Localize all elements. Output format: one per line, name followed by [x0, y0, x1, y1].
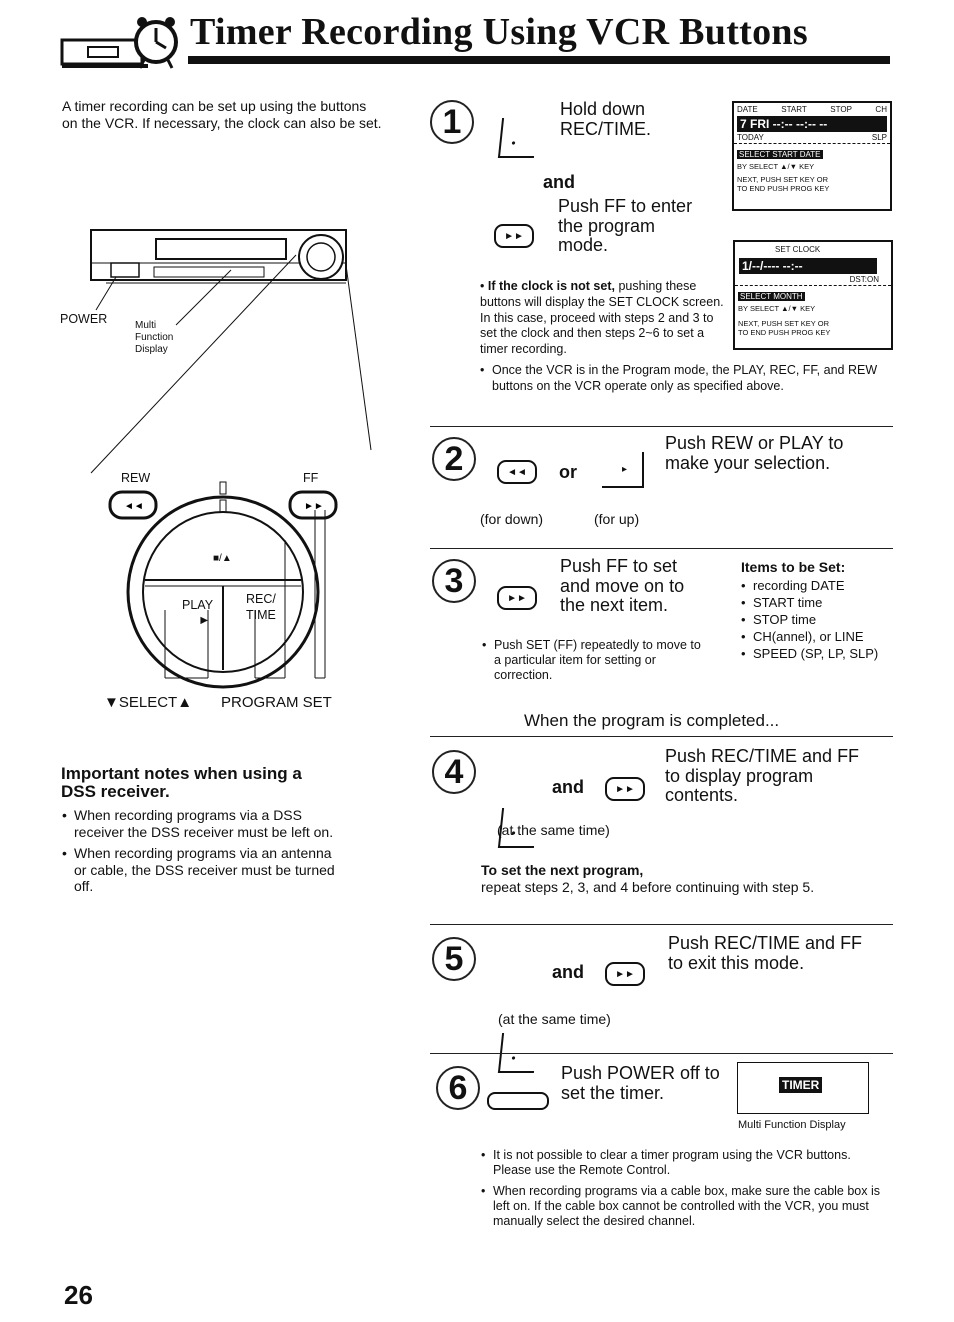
divider	[430, 736, 893, 737]
clock-note: • If the clock is not set, pushing these…	[480, 279, 724, 357]
lcd-set-clock: SET CLOCK 1/--/---- --:-- DST:ON SELECT …	[733, 240, 893, 350]
lcd1-line2: NEXT, PUSH SET KEY OR	[737, 175, 828, 184]
page-title: Timer Recording Using VCR Buttons	[190, 11, 808, 53]
step-2-number: 2	[432, 437, 476, 481]
step-6-note: It is not possible to clear a timer prog…	[481, 1148, 881, 1178]
dss-notes-list: When recording programs via a DSS receiv…	[62, 807, 342, 895]
lcd2-value: 1/--/---- --:--	[739, 258, 877, 274]
timer-vcr-icon	[60, 17, 178, 69]
step-5-same-time: (at the same time)	[498, 1011, 611, 1027]
ff-label: FF	[303, 471, 319, 485]
divider	[430, 426, 893, 427]
step-6-notes: It is not possible to clear a timer prog…	[481, 1148, 881, 1229]
completed-text: When the program is completed...	[524, 711, 780, 730]
step-4-same-time: (at the same time)	[497, 822, 610, 838]
step-3-note: Push SET (FF) repeatedly to move to a pa…	[482, 638, 702, 683]
power-label: POWER	[60, 312, 108, 326]
step-5-and: and	[552, 962, 585, 982]
dss-notes-heading: Important notes when using a DSS receive…	[61, 764, 302, 801]
lcd1-slp: SLP	[871, 133, 887, 142]
ff-button-icon: ►►	[605, 962, 645, 986]
item-to-set: STOP time	[741, 611, 901, 628]
divider	[430, 924, 893, 925]
step-5-number: 5	[432, 937, 476, 981]
step-1-push-ff: Push FF to enter the program mode.	[558, 196, 693, 255]
divider	[430, 1053, 893, 1054]
step-5-text: Push REC/TIME and FF to exit this mode.	[668, 933, 863, 973]
lcd2-line3: TO END PUSH PROG KEY	[738, 328, 831, 337]
svg-text:◄◄: ◄◄	[124, 501, 144, 512]
lcd1-line3: TO END PUSH PROG KEY	[737, 184, 830, 193]
rew-button-icon: ◄◄	[497, 460, 537, 484]
step-6-note: When recording programs via a cable box,…	[481, 1184, 881, 1229]
select-label: ▼SELECT▲	[104, 694, 193, 711]
control-dial-diagram: ◄◄ ►►	[108, 481, 338, 689]
step-1-hold: Hold down REC/TIME.	[560, 99, 652, 139]
item-to-set: recording DATE	[741, 577, 901, 594]
step-6-text: Push POWER off to set the timer.	[561, 1063, 720, 1103]
step-3-text: Push FF to set and move on to the next i…	[560, 556, 685, 615]
timer-indicator: TIMER	[779, 1077, 823, 1093]
program-set-label: PROGRAM SET	[221, 694, 332, 711]
play-arrow-icon: ►	[198, 613, 211, 627]
for-down: (for down)	[480, 511, 544, 527]
lcd1-bar: SELECT START DATE	[737, 150, 823, 159]
lcd2-bar: SELECT MONTH	[738, 292, 805, 301]
lcd1-line1: BY SELECT ▲/▼ KEY	[737, 162, 815, 171]
ff-button-icon: ►►	[605, 777, 645, 801]
step-1-number: 1	[430, 100, 474, 144]
rec-time-button-icon: •	[497, 118, 539, 158]
step-4-and: and	[552, 777, 585, 797]
lcd2-header: SET CLOCK	[775, 245, 821, 254]
title-rule	[188, 56, 890, 64]
for-up: (for up)	[594, 511, 640, 527]
step-1-and: and	[543, 172, 576, 192]
step-6-number: 6	[436, 1066, 480, 1110]
item-to-set: CH(annel), or LINE	[741, 628, 901, 645]
rew-label: REW	[121, 471, 151, 485]
play-button-icon: ▸	[602, 452, 644, 488]
program-mode-note: Once the VCR is in the Program mode, the…	[480, 362, 900, 394]
rec-time-label: REC/ TIME	[246, 592, 276, 622]
page-number: 26	[64, 1280, 93, 1310]
power-button-icon	[487, 1092, 549, 1110]
next-program-text: repeat steps 2, 3, and 4 before continui…	[481, 879, 815, 895]
step-3-number: 3	[432, 559, 476, 603]
vcr-front-diagram	[90, 229, 372, 474]
mfd-label: Multi Function Display	[135, 320, 174, 355]
lcd1-today: TODAY	[737, 133, 764, 142]
step-2-text: Push REW or PLAY to make your selection.	[665, 433, 844, 473]
items-list: recording DATE START time STOP time CH(a…	[741, 577, 901, 662]
step-4-text: Push REC/TIME and FF to display program …	[665, 746, 860, 805]
intro-text: A timer recording can be set up using th…	[62, 98, 382, 131]
step-4-number: 4	[432, 750, 476, 794]
lcd2-line2: NEXT, PUSH SET KEY OR	[738, 319, 829, 328]
stop-eject-label: ■/▲	[213, 553, 232, 564]
lcd2-line1: BY SELECT ▲/▼ KEY	[738, 304, 816, 313]
divider	[430, 548, 893, 549]
item-to-set: SPEED (SP, LP, SLP)	[741, 645, 901, 662]
ff-button-icon: ►►	[497, 586, 537, 610]
item-to-set: START time	[741, 594, 901, 611]
mfd-caption: Multi Function Display	[738, 1119, 846, 1131]
dss-note: When recording programs via an antenna o…	[62, 845, 342, 895]
step-2-or: or	[559, 462, 577, 482]
lcd2-dst: DST:ON	[735, 274, 891, 286]
lcd1-value: 7 FRI --:-- --:-- --	[737, 116, 887, 132]
items-heading: Items to be Set:	[741, 559, 846, 575]
svg-text:►►: ►►	[304, 501, 324, 512]
play-label: PLAY	[182, 598, 214, 612]
ff-button-icon: ►►	[494, 224, 534, 248]
dss-note: When recording programs via a DSS receiv…	[62, 807, 342, 840]
timer-display: TIMER	[737, 1062, 869, 1114]
next-program-bold: To set the next program,	[481, 862, 644, 878]
